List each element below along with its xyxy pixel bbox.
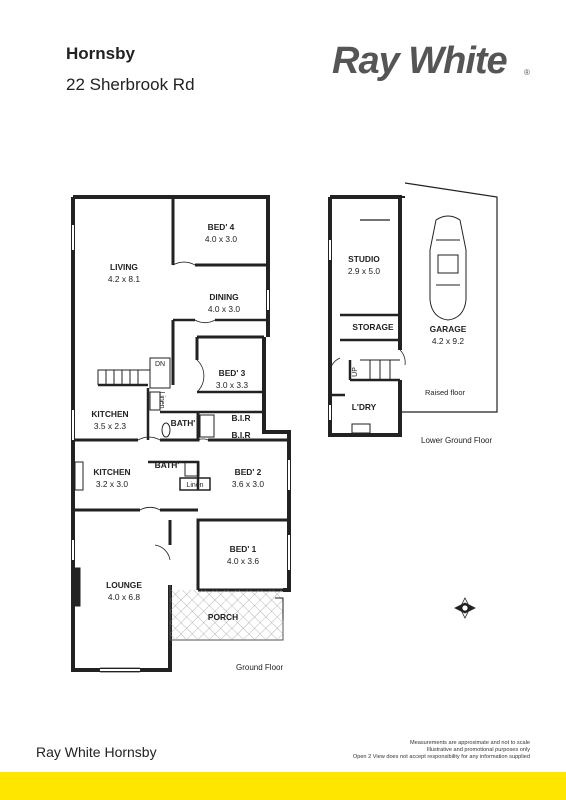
label-lower-ground-floor: Lower Ground Floor xyxy=(421,436,492,445)
room-kitchen1-size: 3.5 x 2.3 xyxy=(94,421,126,431)
room-bed1-name: BED' 1 xyxy=(230,544,257,554)
room-dining-name: DINING xyxy=(209,292,238,302)
room-bed1-size: 4.0 x 3.6 xyxy=(227,556,259,566)
room-lounge-size: 4.0 x 6.8 xyxy=(108,592,140,602)
room-lounge-name: LOUNGE xyxy=(106,580,142,590)
room-garage-name: GARAGE xyxy=(430,324,467,334)
disclaimer-line-3: Open 2 View does not accept responsibili… xyxy=(352,754,530,760)
label-storage: STORAGE xyxy=(352,322,394,332)
stairs-icon xyxy=(97,357,171,389)
room-kitchen2-size: 3.2 x 3.0 xyxy=(96,479,128,489)
room-bed4-size: 4.0 x 3.0 xyxy=(205,234,237,244)
label-linen2: Linen xyxy=(186,482,203,489)
room-bed3-name: BED' 3 xyxy=(219,368,246,378)
label-ldry: L'DRY xyxy=(352,402,377,412)
label-linen1: Linen xyxy=(158,391,165,408)
fireplace-icon xyxy=(72,567,81,607)
room-kitchen1-name: KITCHEN xyxy=(91,409,128,419)
car-icon xyxy=(429,215,467,321)
disclaimer-line-1: Measurements are approximate and not to … xyxy=(409,740,530,746)
label-up: UP xyxy=(352,367,359,377)
label-dn: DN xyxy=(155,361,165,368)
room-bed3-size: 3.0 x 3.3 xyxy=(216,380,248,390)
label-raised-floor: Raised floor xyxy=(425,388,466,397)
room-bed2-name: BED' 2 xyxy=(235,467,262,477)
room-bed4-name: BED' 4 xyxy=(208,222,235,232)
label-bath1: BATH' xyxy=(171,418,196,428)
disclaimer: Measurements are approximate and not to … xyxy=(353,740,530,761)
room-dining-size: 4.0 x 3.0 xyxy=(208,304,240,314)
porch-area xyxy=(170,590,283,640)
room-bed2-size: 3.6 x 3.0 xyxy=(232,479,264,489)
lower-floor-walls xyxy=(328,182,498,437)
compass-icon xyxy=(454,597,476,619)
brand-logo: Ray White xyxy=(332,40,508,82)
room-studio-name: STUDIO xyxy=(348,254,380,264)
brand-registered-mark: ® xyxy=(524,68,530,77)
label-bath2: BATH' xyxy=(155,460,180,470)
address-title: 22 Sherbrook Rd xyxy=(66,75,195,94)
footer-agency: Ray White Hornsby xyxy=(36,744,157,760)
brand-yellow-bar xyxy=(0,772,566,800)
label-ground-floor: Ground Floor xyxy=(236,663,283,672)
room-kitchen2-name: KITCHEN xyxy=(93,467,130,477)
room-studio-size: 2.9 x 5.0 xyxy=(348,266,380,276)
label-porch: PORCH xyxy=(208,612,238,622)
room-living-size: 4.2 x 8.1 xyxy=(108,274,140,284)
suburb-title: Hornsby xyxy=(66,44,135,63)
disclaimer-line-2: Illustrative and promotional purposes on… xyxy=(426,747,530,753)
room-garage-size: 4.2 x 9.2 xyxy=(432,336,464,346)
room-living-name: LIVING xyxy=(110,262,138,272)
label-bir1: B.I.R xyxy=(231,413,250,423)
label-bir2: B.I.R xyxy=(231,430,250,440)
